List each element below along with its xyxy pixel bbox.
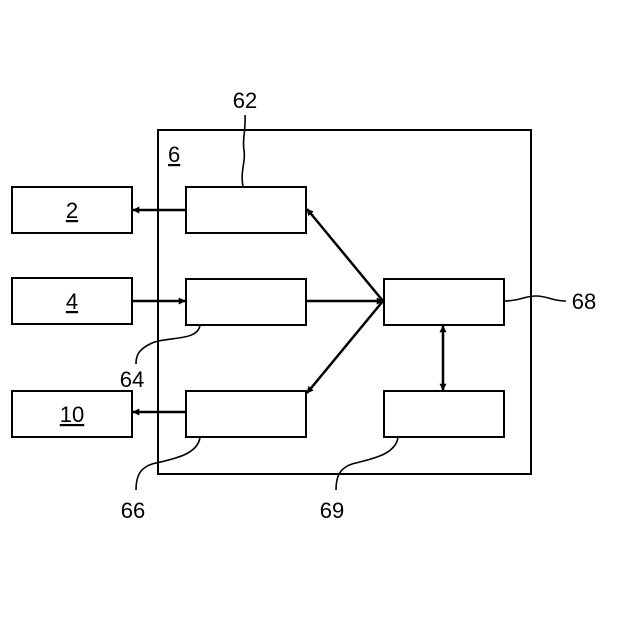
block-64 <box>186 279 306 325</box>
unit-6-label: 6 <box>168 142 180 167</box>
ref-label-68: 68 <box>572 289 596 314</box>
block-69 <box>384 391 504 437</box>
ref-label-66: 66 <box>121 498 145 523</box>
block-62 <box>186 187 306 233</box>
block-66 <box>186 391 306 437</box>
unit-10-label: 10 <box>60 402 84 427</box>
ref-label-62: 62 <box>233 88 257 113</box>
arrow-68-to-62 <box>307 209 383 301</box>
leader-69 <box>336 437 398 490</box>
arrow-68-to-66 <box>307 301 383 393</box>
leader-68 <box>504 296 566 301</box>
leader-66 <box>136 437 200 490</box>
unit-4-label: 4 <box>66 289 78 314</box>
unit-2-label: 2 <box>66 198 78 223</box>
leader-62 <box>242 115 245 187</box>
block-68 <box>384 279 504 325</box>
leader-64 <box>136 325 200 364</box>
ref-label-69: 69 <box>320 498 344 523</box>
ref-label-64: 64 <box>120 367 144 392</box>
